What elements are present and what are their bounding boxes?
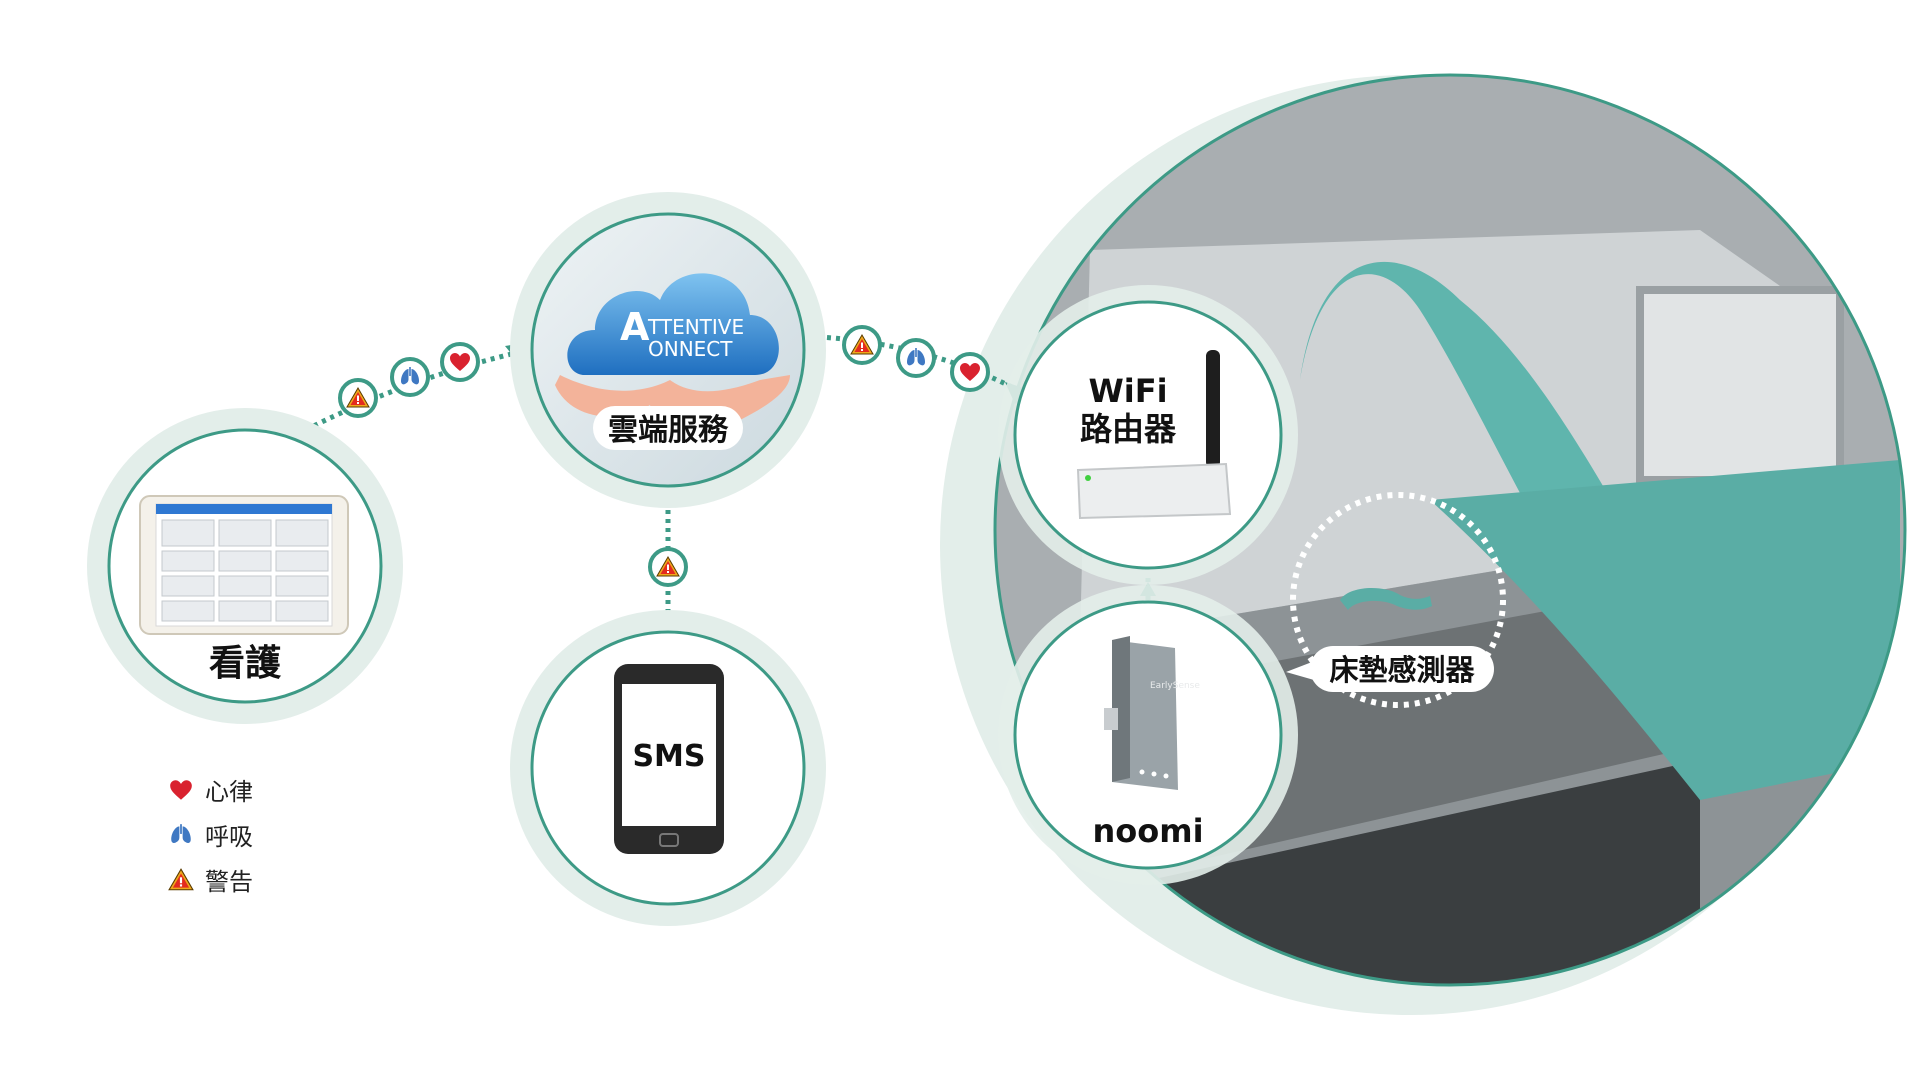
noomi-device-text: EarlySense [1150,681,1200,691]
legend-label: 呼吸 [205,823,253,851]
nursing-node: 看護 [87,408,403,724]
lung-icon [171,824,191,843]
legend-item: 呼吸 [171,823,253,851]
badge-warning-icon [842,325,882,365]
cloud-label: 雲端服務 [608,413,729,448]
link-nursing-cloud [288,349,521,441]
cloud-icon [567,273,779,375]
sensor-callout: 床墊感測器 [1286,492,1506,708]
router-image [1076,350,1232,520]
badge-warning-icon [648,547,688,587]
link-badges [338,325,990,587]
badge-lung-icon [896,338,936,378]
sensor-image [1340,588,1432,610]
sensor-label-pill [1310,646,1494,692]
legend-label: 心律 [205,778,253,806]
wifi-label-line1: WiFi [1088,372,1167,410]
tablet-image [139,495,349,635]
cloud-brand-initial-a: A [620,305,650,349]
badge-lung-icon [390,357,430,397]
badge-warning-icon [338,378,378,418]
legend-item: 警告 [168,868,253,896]
noomi-node: EarlySense noomi [998,585,1298,885]
noomi-label: noomi [1092,812,1203,850]
link-cloud-wifi [799,333,1020,393]
cloud-brand-line1: TTENTIVE [647,315,744,339]
cloud-node: A TTENTIVE ONNECT 雲端服務 [510,192,826,508]
badge-heart-icon [440,342,480,382]
phone-image [614,664,724,854]
sensor-pointer [1286,662,1314,680]
wifi-node: WiFi 路由器 [998,285,1298,585]
legend-item: 心律 [170,778,253,806]
cloud-label-pill [593,406,743,450]
sensor-label: 床墊感測器 [1329,653,1475,687]
cloud-brand-line2: ONNECT [648,337,733,361]
sms-node: SMS [510,610,826,926]
sms-label: SMS [632,739,705,774]
warning-icon [168,868,194,891]
nursing-label: 看護 [209,643,282,684]
wifi-label-line2: 路由器 [1080,410,1177,448]
badge-heart-icon [950,352,990,392]
legend-label: 警告 [205,868,253,896]
noomi-device-image [1104,636,1178,790]
heart-icon [170,780,192,800]
